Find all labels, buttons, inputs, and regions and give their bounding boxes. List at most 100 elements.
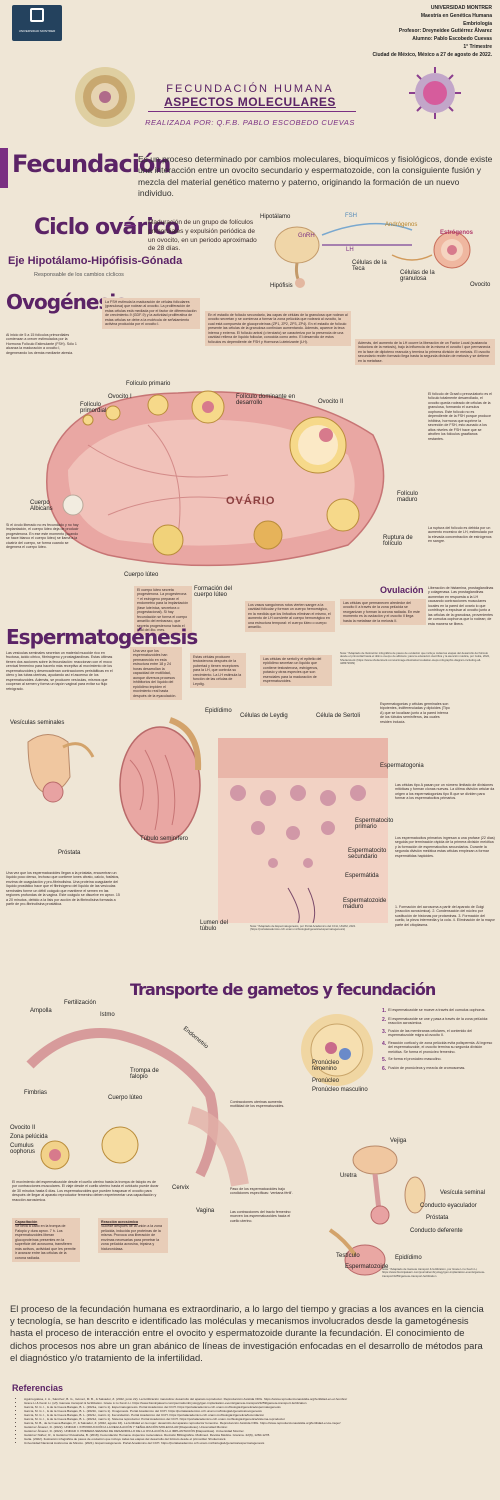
referencias-heading: Referencias (12, 1383, 64, 1393)
esperm-note: Nota: *Adaptado de Espermatogénesis, por… (250, 924, 356, 932)
lbl-ampolla: Ampolla (30, 1008, 52, 1014)
lbl-gnrh: GnRH (298, 233, 315, 239)
transporte-heading: Transporte de gametos y fecundación (130, 980, 436, 999)
sertoli-text: Las células de sertoli y el epitelio del… (260, 655, 332, 686)
lbl-vesiculas: Vesículas seminales (10, 720, 65, 726)
male-repro-diagram (27, 734, 95, 803)
lbl-lh: LH (346, 247, 354, 253)
reference-item: García, M. G. I., & de la Cueva Barajas,… (24, 1405, 494, 1409)
lbl-epididimo: Epidídimo (205, 708, 232, 714)
capacitacion-box: Capacitación Se lleva a cabo en la tromp… (12, 1218, 80, 1263)
lbl-ovocito-t: Ovocito II (10, 1125, 36, 1131)
lh-text: Además, del aumento de la LH ocurre la l… (355, 339, 495, 366)
lbl-eyaculador: Conducto eyaculador (420, 1203, 477, 1209)
lbl-dominante: Folículo dominante en desarrollo (236, 394, 296, 406)
step-6: 6.Fusión de pronúcleos y mezcla de cromo… (382, 1066, 466, 1073)
reference-item: Grace Li & Kevin Li. (s/f). Gamete trans… (24, 1401, 494, 1405)
hpg-axis-diagram (274, 222, 471, 288)
lbl-granulosa: Células de la granulosa (400, 270, 435, 282)
leydig-text: Estas células producen testosterona desp… (190, 653, 246, 689)
lbl-tubulo: Túbulo seminífero (140, 836, 189, 842)
capacitacion-title: Capacitación (15, 1220, 38, 1224)
university-logo: UNIVERSIDAD MONTRER (12, 5, 62, 41)
reference-item: Gutiérrez Núñez, R., & Gutiérrez Ruvalca… (24, 1433, 494, 1437)
rupture-text: La ruptura del folículo es debida por un… (428, 526, 494, 544)
tubule-diagram (218, 738, 388, 923)
lbl-testiculo: Testículo (336, 1253, 360, 1259)
lbl-istmo: Istmo (100, 1012, 115, 1018)
tipo-b-text: Las células tipo A pasan por un número l… (395, 783, 495, 801)
ovogenesis-intro: Al inicio de 5 a 15 folículos primordial… (6, 333, 77, 355)
lbl-vagina: Vagina (196, 1208, 215, 1214)
title-line2: ASPECTOS MOLECULARES (164, 95, 336, 109)
esperm-intro: Las vesículas seminales secretan un mate… (6, 651, 113, 691)
primario-text: Los espermatocitos primarios ingresan a … (395, 836, 495, 858)
step-5: 5.Se forma el pronúcleo masculino. (382, 1057, 442, 1064)
date: Ciudad de México, México a 27 de agosto … (372, 51, 493, 58)
conclusion-text: El proceso de la fecundación humana es e… (10, 1303, 484, 1363)
transporte-note: Nota: *Adaptado de Gamete transport & fe… (382, 1267, 486, 1278)
lbl-prostata-t: Próstata (426, 1215, 449, 1221)
graaf-text: El folículo de Graaf o preovulatorio es … (428, 392, 492, 441)
cervix-text: Paso de los espermatozoides bajo condici… (230, 1187, 293, 1196)
reference-item: Aguirregoikoa, J. A., Sánchez, B. G., Gó… (24, 1397, 494, 1401)
reference-item: García, M. G. I., & de la Cueva Barajas,… (24, 1409, 494, 1413)
step-3: 3.Fusión de las membranas celulares, el … (382, 1028, 473, 1038)
lbl-maduro-esp: Espermatozoide maduro (343, 898, 387, 910)
lbl-vesicula-t: Vesícula seminal (440, 1190, 486, 1196)
student-name: Alumno: Pablo Escobedo Cuevas (412, 36, 492, 42)
testis-diagram (119, 717, 202, 844)
lbl-cervix: Cervix (172, 1185, 190, 1191)
ciclo-arrow (124, 225, 136, 226)
lbl-luteo: Cuerpo lúteo (124, 572, 159, 578)
lbl-primario: Folículo primario (126, 381, 171, 387)
university-name: UNIVERSIDAD MONTRER (430, 5, 492, 11)
lbl-cumulus: Cumulus oophorus (10, 1143, 36, 1155)
masters-name: Maestría en Genética Humana (420, 12, 492, 19)
acrosomica-text: Sucede después de la unión a la zona pel… (101, 1224, 162, 1251)
acrosomica-title: Reacción acrosómica (101, 1220, 138, 1224)
lbl-primario-esp: Espermatocito primario (355, 818, 394, 830)
lbl-secundario: Espermatocito secundario (348, 848, 387, 860)
reference-item: Gutiérrez Álvarez, D. (2022). UNIDAD I. … (24, 1425, 494, 1429)
axis-sub: Responsable de los cambios cíclicos (34, 272, 124, 278)
prostata-text: Una vez que los espermatozoides llegan a… (6, 871, 120, 907)
epididimo-text: Una vez que los espermatozoides han perm… (130, 647, 182, 701)
decorative-ovocyte-icon (75, 67, 135, 127)
author-bar (148, 111, 356, 112)
lbl-trompa: Trompa de falopio (130, 1068, 159, 1080)
espermatogonia-text: Espermatogonias y células germinales son… (380, 702, 450, 724)
movement-text: El movimiento del espermatozoide desde e… (12, 1180, 159, 1202)
lbl-ruptura: Ruptura de folículo (383, 535, 413, 547)
ovary-diagram (46, 390, 385, 567)
reference-item: Gutiérrez Álvarez, D. (2022). UNIDAD II.… (24, 1429, 494, 1433)
lbl-zona: Zona pelúcida (10, 1134, 48, 1140)
lbl-fsh: FSH (345, 213, 357, 219)
fecundacion-heading: Fecundación (12, 150, 171, 178)
step-1: 1.El espermatozoide se mueve a través de… (382, 1008, 486, 1014)
lbl-leydig: Células de Leydig (240, 713, 288, 719)
lbl-ovocito: Ovocito (470, 282, 491, 288)
axis-label: Eje Hipotálamo-Hipófisis-Gónada (8, 255, 183, 267)
female-tract-diagram (26, 1028, 249, 1187)
lbl-cuerpo-luteo: Cuerpo lúteo (108, 1095, 143, 1101)
referencias-list: Aguirregoikoa, J. A., Sánchez, B. G., Gó… (18, 1397, 494, 1445)
header-info: UNIVERSIDAD MONTRER Maestría en Genética… (252, 5, 493, 59)
header-band: UNIVERSIDAD MONTRER UNIVERSIDAD MONTRER … (0, 0, 500, 58)
ovulation-release-text: Liberación de histamina, prostaglandinas… (428, 586, 494, 626)
lbl-espermatida: Espermátida (345, 873, 379, 879)
lbl-lumen: Lumen del túbulo (200, 920, 229, 932)
lbl-fertilizacion: Fertilización (64, 1000, 97, 1006)
professor-name: Profesor: Dreyneidee Gutiérrez Álvarez (398, 28, 492, 35)
fecundacion-bar (0, 148, 8, 188)
lbl-fem: Pronúcleo femenino (312, 1060, 340, 1072)
subject-name: Embriología (463, 20, 492, 27)
maduro-text: 1. Formación del acrosoma a partir del a… (395, 905, 495, 927)
lbl-epididimo-t: Epidídimo (395, 1255, 422, 1261)
ovary-note: Nota: *Adaptado de Ilustración infográfi… (340, 651, 490, 666)
lbl-deferente: Conducto deferente (410, 1228, 463, 1234)
reference-item: García, M. B., de la Cueva Barajas, P., … (24, 1421, 494, 1425)
lbl-prostata: Próstata (58, 850, 81, 856)
lbl-formacion: Formación del cuerpo lúteo (194, 586, 233, 598)
lbl-androgenos: Andrógenos (385, 222, 418, 228)
